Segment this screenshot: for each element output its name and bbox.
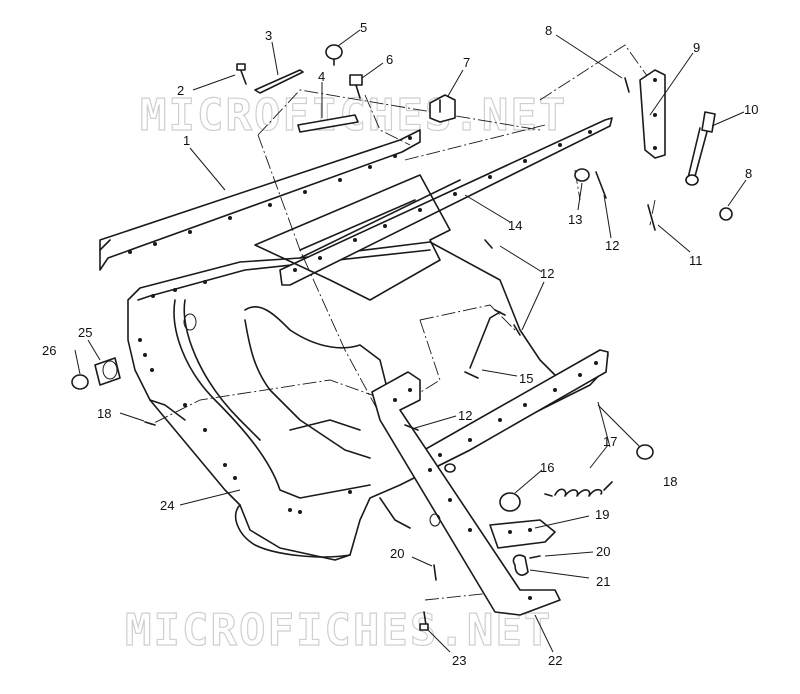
screw-20-right [529, 555, 541, 559]
inner-tray [254, 174, 451, 301]
hinge-plate [489, 519, 556, 549]
callout-12-middle: 12 [540, 266, 554, 281]
callout-2: 2 [177, 83, 184, 98]
cap-26 [71, 374, 89, 390]
callout-9: 9 [693, 40, 700, 55]
fastener-12b [484, 239, 493, 249]
support-bracket [371, 371, 561, 616]
leader-lines [74, 29, 747, 653]
callout-14: 14 [508, 218, 522, 233]
knob [325, 44, 343, 66]
callout-18-right: 18 [663, 474, 677, 489]
latch [429, 94, 456, 123]
watermark-bottom: MICROFICHES.NET [125, 605, 552, 656]
callout-22: 22 [548, 653, 562, 668]
cap-18-right [636, 444, 654, 460]
callout-26: 26 [42, 343, 56, 358]
bolt-6 [349, 74, 363, 99]
callouts: 1 2 3 4 5 6 7 8 8 9 10 11 12 12 12 13 14… [42, 20, 758, 668]
callout-20-right: 20 [596, 544, 610, 559]
fastener-12c [404, 424, 419, 431]
top-rail-right [279, 117, 613, 286]
spring [544, 481, 613, 497]
screw-18-left [144, 421, 156, 426]
callout-20-left: 20 [390, 546, 404, 561]
callout-18-left: 18 [97, 406, 111, 421]
callout-25: 25 [78, 325, 92, 340]
callout-17: 17 [603, 434, 617, 449]
fastener-12a [595, 171, 607, 199]
clip [512, 554, 529, 576]
callout-1: 1 [183, 133, 190, 148]
callout-19: 19 [595, 507, 609, 522]
callout-8-top: 8 [545, 23, 552, 38]
top-rail-left [99, 129, 421, 271]
callout-23: 23 [452, 653, 466, 668]
callout-16: 16 [540, 460, 554, 475]
callout-11: 11 [689, 253, 703, 268]
callout-12-lower: 12 [458, 408, 472, 423]
trim-strip [297, 114, 359, 133]
callout-13: 13 [568, 212, 582, 227]
cap-8 [719, 207, 733, 221]
fastener-12d [513, 324, 521, 336]
rod-bracket [464, 309, 506, 379]
callout-15: 15 [519, 371, 533, 386]
callout-8-right: 8 [745, 166, 752, 181]
callout-12-upper: 12 [605, 238, 619, 253]
callout-6: 6 [386, 52, 393, 67]
mount-plate [639, 69, 666, 159]
callout-7: 7 [463, 55, 470, 70]
grommet [444, 463, 521, 512]
callout-5: 5 [360, 20, 367, 35]
screw-8-top [624, 77, 630, 93]
callout-10: 10 [744, 102, 758, 117]
callout-24: 24 [160, 498, 174, 513]
blade [254, 69, 304, 94]
screw-20-left [433, 564, 437, 581]
callout-4: 4 [318, 69, 325, 84]
link-rod [685, 111, 716, 186]
bolt-2 [236, 63, 247, 85]
callout-21: 21 [596, 574, 610, 589]
screw-23 [419, 611, 429, 631]
screw-11 [647, 204, 656, 231]
nut-13 [574, 168, 590, 182]
callout-3: 3 [265, 28, 272, 43]
bushing-25 [94, 357, 121, 386]
